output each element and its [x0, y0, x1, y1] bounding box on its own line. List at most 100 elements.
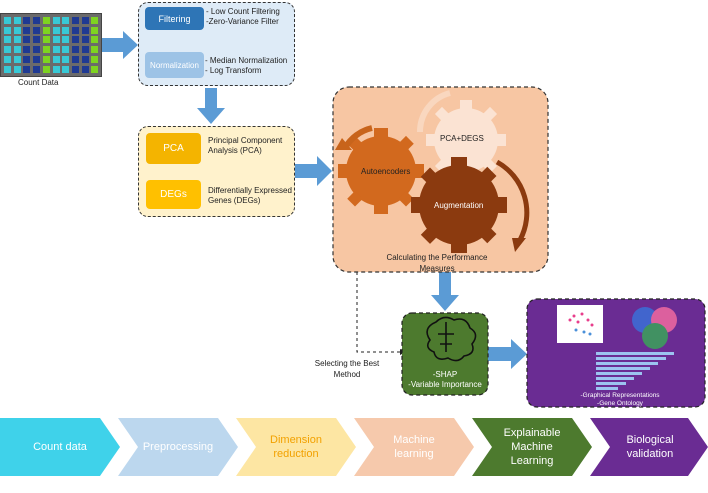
matrix-cell — [91, 65, 99, 73]
degs-node: DEGs — [146, 180, 201, 209]
pipeline-label-line: learning — [394, 448, 434, 460]
filtering-item-1: - Low Count Filtering — [206, 7, 280, 16]
bar-chart-plot — [596, 352, 674, 390]
pipeline-chevrons — [0, 418, 708, 476]
normalization-item-2: - Log Transform — [205, 66, 262, 75]
matrix-cell — [81, 55, 89, 63]
pipeline-label-line: reduction — [273, 448, 319, 460]
matrix-cell — [62, 17, 70, 24]
matrix-cell — [81, 36, 89, 44]
autoencoders-label: Autoencoders — [361, 167, 411, 176]
matrix-cell — [62, 26, 70, 34]
arrow-shap-to-bio — [488, 339, 527, 369]
matrix-cell — [91, 46, 99, 54]
matrix-cell — [23, 55, 31, 63]
matrix-cell — [81, 65, 89, 73]
pipeline-label-line: Biological — [626, 434, 674, 446]
matrix-cell — [33, 46, 41, 54]
arrow-ml-to-shap — [431, 272, 459, 311]
matrix-cell — [4, 26, 11, 34]
matrix-cell — [71, 17, 79, 24]
matrix-cell — [52, 26, 60, 34]
matrix-cell — [52, 55, 60, 63]
matrix-cell — [23, 17, 31, 24]
matrix-cell — [81, 46, 89, 54]
degs-description: Differentially Expressed Genes (DEGs) — [208, 186, 292, 205]
augmentation-label: Augmentation — [434, 201, 484, 210]
count-data-label: Count Data — [18, 78, 59, 87]
pipeline-label-line: Preprocessing — [142, 441, 214, 453]
pipeline-step-3: Dimension reduction — [246, 418, 346, 476]
matrix-cell — [33, 65, 41, 73]
curved-arrow-light — [416, 90, 451, 133]
pipeline-label-line: Dimension — [270, 434, 322, 446]
matrix-cell — [13, 17, 21, 24]
arrow-preprocessing-to-dimred — [197, 88, 225, 124]
count-data-matrix — [0, 13, 102, 77]
matrix-cell — [62, 46, 70, 54]
matrix-cell — [52, 46, 60, 54]
venn-diagram-icon — [632, 307, 677, 349]
volcano-plot — [557, 305, 603, 343]
matrix-cell — [23, 65, 31, 73]
selection-label: Selecting the Best Method — [314, 359, 380, 379]
matrix-cell — [4, 65, 11, 73]
matrix-cell — [71, 55, 79, 63]
pipeline-label-line: Count data — [33, 441, 87, 453]
matrix-cell — [4, 17, 11, 24]
matrix-cell — [91, 55, 99, 63]
normalization-items: - Median Normalization - Log Transform — [205, 56, 287, 76]
filtering-items: - Low Count Filtering -Zero-Variance Fil… — [206, 7, 280, 27]
matrix-cell — [13, 26, 21, 34]
matrix-cell — [62, 55, 70, 63]
matrix-cell — [42, 36, 50, 44]
chevron-preprocessing — [118, 418, 238, 476]
matrix-cell — [23, 36, 31, 44]
pipeline-step-1: Count data — [10, 418, 110, 476]
matrix-cell — [81, 17, 89, 24]
matrix-cell — [52, 65, 60, 73]
matrix-cell — [42, 55, 50, 63]
matrix-cell — [42, 26, 50, 34]
matrix-cell — [52, 36, 60, 44]
biological-items: -Graphical Representations -Gene Ontolog… — [580, 392, 660, 407]
matrix-cell — [91, 26, 99, 34]
pipeline-label-line: Learning — [510, 455, 554, 467]
normalization-node: Normalization — [145, 52, 204, 78]
selection-dashed-line — [356, 272, 400, 353]
matrix-cell — [62, 36, 70, 44]
gear-augmentation-icon — [411, 157, 507, 253]
matrix-cell — [81, 26, 89, 34]
chevron-biological-validation — [590, 418, 708, 476]
matrix-cell — [42, 65, 50, 73]
pca-node: PCA — [146, 133, 201, 164]
matrix-cell — [23, 46, 31, 54]
matrix-cell — [71, 36, 79, 44]
matrix-cell — [91, 17, 99, 24]
chevron-dimension-reduction — [236, 418, 356, 476]
matrix-cell — [13, 46, 21, 54]
normalization-item-1: - Median Normalization — [205, 56, 288, 65]
pca-description: Principal Component Analysis (PCA) — [208, 136, 283, 155]
matrix-cell — [33, 55, 41, 63]
matrix-cell — [4, 36, 11, 44]
matrix-cell — [13, 55, 21, 63]
arrow-count-to-preprocessing — [100, 31, 138, 59]
chevron-machine-learning — [354, 418, 474, 476]
matrix-cell — [62, 65, 70, 73]
pipeline-label-line: Machine — [393, 434, 435, 446]
matrix-cell — [23, 26, 31, 34]
matrix-cell — [71, 26, 79, 34]
performance-label: Calculating the Performance Measures — [386, 253, 488, 273]
matrix-cell — [52, 17, 60, 24]
shap-box — [401, 312, 489, 396]
matrix-cell — [33, 36, 41, 44]
chevron-explainable-ml — [472, 418, 592, 476]
chevron-count-data — [0, 418, 120, 476]
brain-icon — [426, 316, 477, 362]
matrix-cell — [91, 36, 99, 44]
pipeline-step-2: Preprocessing — [128, 418, 228, 476]
